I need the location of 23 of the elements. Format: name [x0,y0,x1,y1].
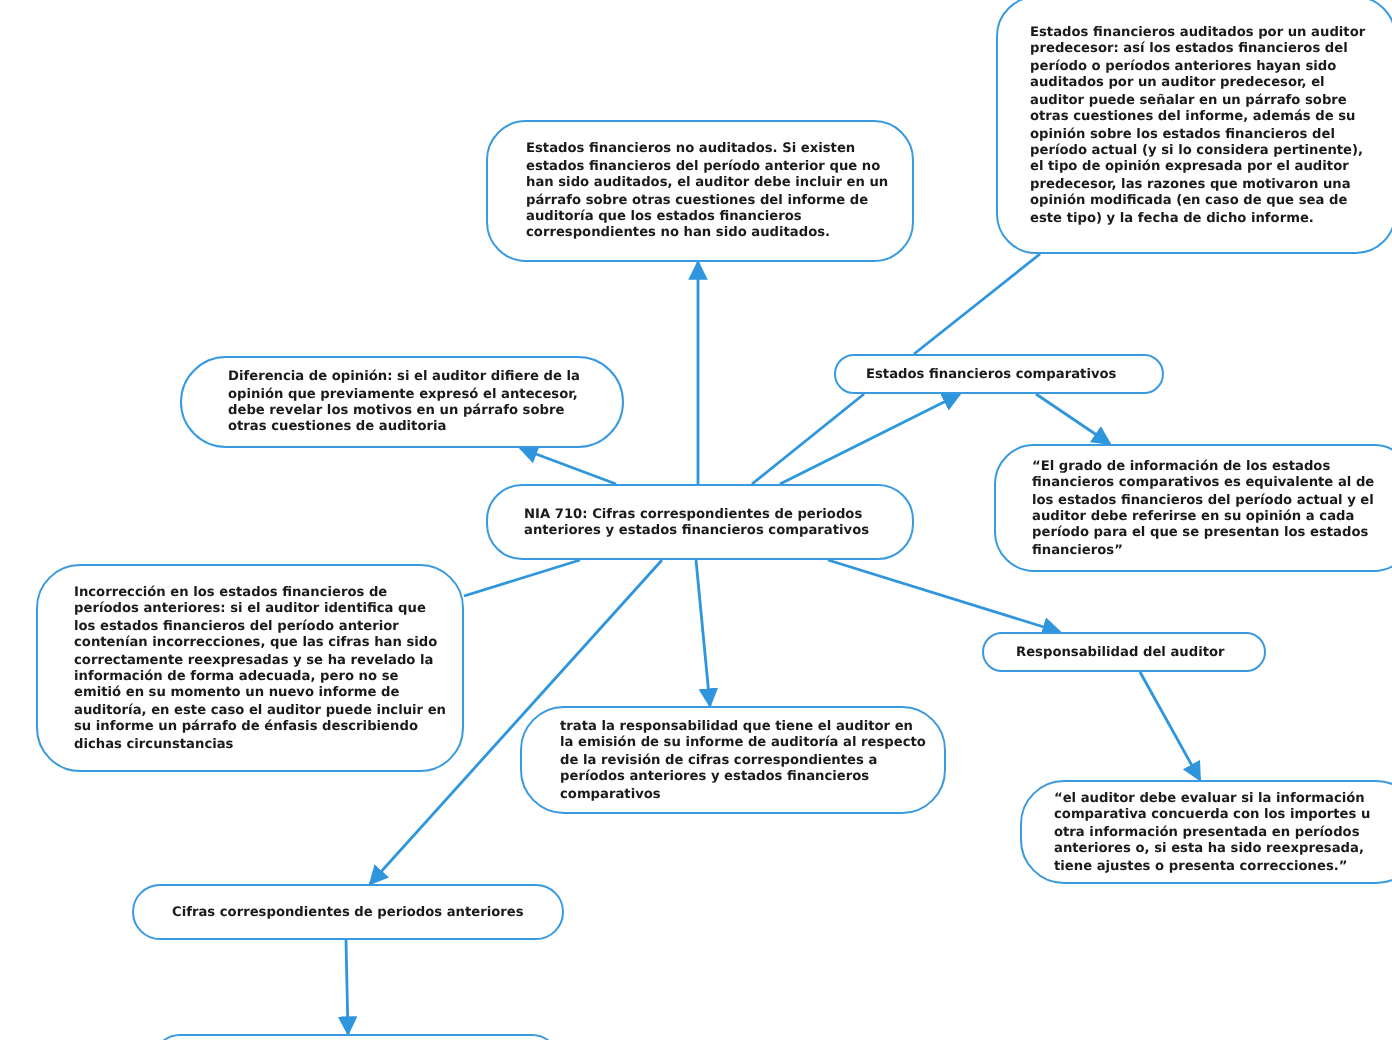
rounded-box [834,354,1164,394]
arrow [694,559,719,708]
rounded-box [994,444,1392,572]
arrow [368,559,664,886]
rounded-box [1020,780,1392,884]
connector-line [463,558,581,598]
rounded-box [982,632,1266,672]
arrow [827,558,1062,637]
rounded-box [996,0,1392,254]
rounded-box [132,884,564,940]
rounded-box [520,706,946,814]
arrow [688,260,708,484]
connector-line [913,252,1041,356]
arrow [1035,392,1112,446]
arrow [518,445,617,486]
connector-line [751,392,865,486]
rounded-box [36,564,464,772]
arrow [337,939,358,1036]
arrow [779,392,962,486]
rounded-box [180,356,624,448]
rounded-box [486,120,914,262]
arrow [1138,671,1202,782]
rounded-box [486,484,914,560]
